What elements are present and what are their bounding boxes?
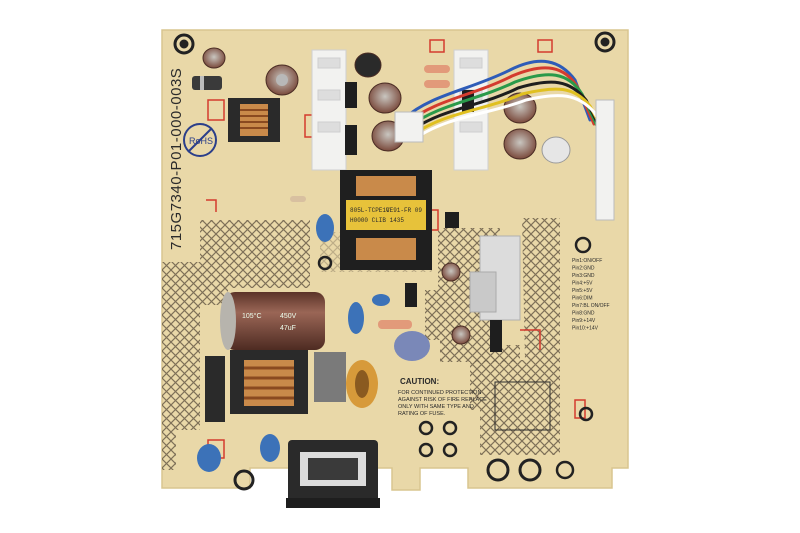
common-mode-choke	[205, 350, 378, 422]
pin-label: Pin3:GND	[572, 273, 595, 279]
bulk-cap-mark-2: 450V	[280, 313, 297, 320]
harness-plug	[394, 111, 424, 143]
transformer-label-3: H0000 CLIB 1435	[350, 217, 404, 224]
resistors	[290, 65, 450, 329]
input-filter-area	[192, 47, 299, 142]
solder-pads	[317, 236, 594, 480]
caution-block: CAUTION: FOR CONTINUED PROTECTION AGAINS…	[398, 377, 487, 417]
output-connector	[595, 99, 615, 221]
transformer-label-1: 805L-TCPE1V	[350, 207, 390, 214]
varistor	[394, 331, 430, 361]
white-connector-blocks	[311, 49, 489, 171]
bulk-capacitor: 105°C 450V 47uF	[220, 292, 325, 350]
pin-label: Pin7:BL ON/OFF	[572, 303, 610, 309]
bulk-cap-mark-1: 105°C	[242, 312, 262, 320]
main-transformer: 805L-TCPE1V CE91-FR 09 H0000 CLIB 1435	[340, 170, 432, 270]
pin-label: Pin9:+14V	[572, 318, 596, 324]
pin-label: Pin10:+14V	[572, 326, 599, 332]
caution-line-2: AGAINST RISK OF FIRE REPLACE	[398, 397, 487, 403]
mounting-holes	[173, 31, 616, 491]
rohs-logo: RoHS	[183, 123, 217, 157]
pin-label: Pin8:GND	[572, 311, 595, 317]
board-part-number: 715G7340-P01-000-003S	[168, 68, 185, 250]
y-capacitors	[197, 214, 390, 472]
relay-outline	[494, 381, 551, 431]
pin-label: Pin1:ON/OFF	[572, 258, 602, 264]
ac-inlet-socket	[286, 440, 380, 508]
caution-title: CAUTION:	[400, 377, 439, 386]
pin-label: Pin5:+5V	[572, 288, 593, 294]
rohs-mark-text: RoHS	[189, 136, 213, 146]
wire-harness	[403, 59, 612, 142]
heatsink	[469, 235, 521, 352]
caution-line-3: ONLY WITH SAME TYPE AND	[398, 404, 474, 410]
pin-label: Pin2:GND	[572, 266, 595, 272]
caution-line-4: RATING OF FUSE.	[398, 411, 446, 417]
caution-line-1: FOR CONTINUED PROTECTION	[398, 390, 481, 396]
bulk-cap-mark-3: 47uF	[280, 325, 296, 332]
pin-label: Pin6:DIM	[572, 296, 593, 302]
transformer-label-2: CE91-FR 09	[386, 207, 422, 214]
pin-label: Pin4:+5V	[572, 281, 593, 287]
